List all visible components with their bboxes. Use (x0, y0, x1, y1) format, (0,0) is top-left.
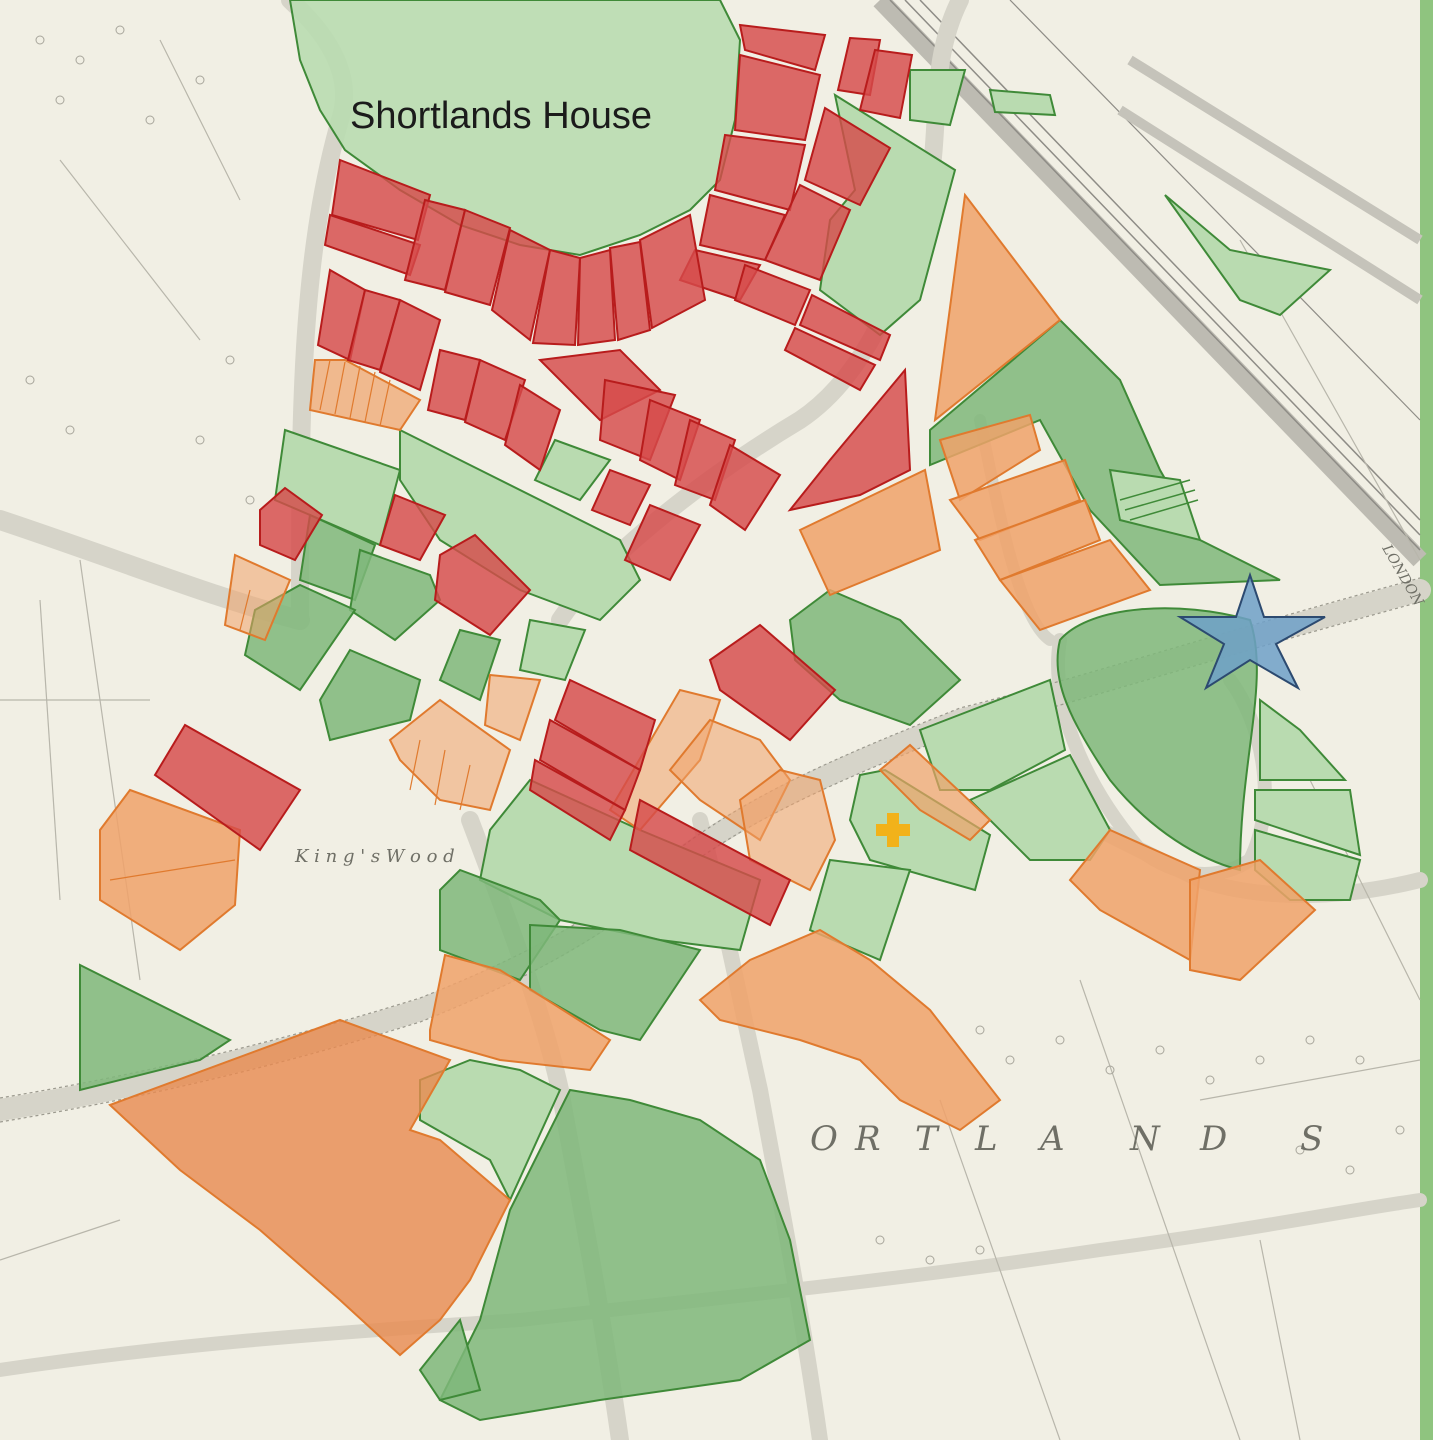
parcel-red[interactable] (803, 106, 892, 207)
parcel-red[interactable] (608, 240, 652, 342)
parcel-red[interactable] (463, 358, 527, 442)
parcel-red[interactable] (763, 183, 852, 282)
parcel-red[interactable] (708, 623, 837, 742)
label-shortlands-5: A (1037, 1119, 1065, 1159)
parcel-red[interactable] (153, 723, 302, 852)
parcel-red[interactable] (490, 228, 552, 342)
parcel-orange[interactable] (998, 538, 1152, 632)
map-border (1420, 0, 1433, 1440)
parcel-orange[interactable] (1189, 858, 1317, 982)
parcel-green[interactable] (419, 1058, 562, 1203)
parcel-green[interactable] (438, 628, 502, 702)
parcel-green[interactable] (518, 618, 587, 682)
parcel-orange-large[interactable] (108, 1018, 512, 1357)
parcel-red[interactable] (798, 293, 892, 362)
parcel-orange-triangle[interactable] (933, 192, 1062, 423)
parcel-red[interactable] (259, 486, 324, 562)
parcel-red[interactable] (787, 367, 912, 512)
red-parcels[interactable] (153, 23, 914, 927)
green-subdivisions (1119, 479, 1199, 521)
parcel-orange[interactable] (308, 359, 422, 432)
parcel-orange[interactable] (878, 743, 992, 842)
parcel-green[interactable] (79, 963, 232, 1092)
label-shortlands-3: T (915, 1119, 940, 1159)
parcel-orange[interactable] (973, 498, 1102, 582)
green-parcels[interactable] (79, 0, 1362, 1422)
parcel-red[interactable] (443, 208, 512, 307)
orange-parcels[interactable] (99, 192, 1317, 1357)
parcel-orange[interactable] (388, 698, 512, 812)
parcel-red[interactable] (638, 213, 707, 330)
parcel-orange[interactable] (938, 413, 1042, 502)
parcel-green[interactable] (318, 648, 422, 742)
parcel-red[interactable] (733, 53, 822, 142)
parcel-red[interactable] (858, 48, 914, 120)
parcel-green[interactable] (418, 1317, 482, 1402)
cross-icon[interactable] (876, 813, 910, 847)
tree-markers (25, 25, 1405, 1265)
parcel-red[interactable] (708, 443, 782, 532)
map-title-shortlands-house: Shortlands House (350, 95, 652, 137)
parcel-red[interactable] (733, 263, 812, 327)
parcel-green[interactable] (988, 88, 1057, 117)
parcel-green[interactable] (909, 69, 967, 127)
parcel-orange[interactable] (798, 468, 942, 597)
parcel-green[interactable] (1108, 468, 1202, 542)
label-shortlands-2: R (854, 1119, 881, 1159)
parcel-red[interactable] (433, 533, 532, 637)
parcel-orange[interactable] (223, 553, 292, 642)
parcel-red[interactable] (378, 493, 447, 562)
label-kings-wood: K i n g ' s W o o d (294, 846, 455, 867)
parcel-red[interactable] (738, 23, 827, 72)
parcel-subdivisions (109, 359, 471, 881)
parcel-green-teardrop[interactable] (1056, 607, 1258, 872)
parcel-green[interactable] (399, 428, 642, 622)
label-shortlands-6: N (1129, 1119, 1161, 1159)
parcel-red[interactable] (503, 383, 562, 472)
label-shortlands-1: O (810, 1119, 838, 1159)
parcel-green[interactable] (348, 548, 442, 642)
parcel-orange[interactable] (483, 673, 542, 742)
parcel-orange[interactable] (698, 928, 1002, 1132)
parcel-red[interactable] (576, 248, 617, 347)
parcel-red[interactable] (623, 503, 702, 582)
parcel-green[interactable] (1164, 194, 1333, 317)
parcel-red[interactable] (378, 298, 442, 392)
parcel-green[interactable] (1254, 789, 1362, 857)
parcel-orange[interactable] (948, 458, 1082, 542)
label-shortlands-4: L (974, 1119, 998, 1159)
label-shortlands-7: D (1199, 1119, 1227, 1159)
parcel-red[interactable] (628, 798, 792, 927)
parcel-red[interactable] (590, 468, 652, 527)
label-shortlands-8: S (1300, 1119, 1323, 1159)
parcel-red[interactable] (783, 326, 877, 392)
parcel-green[interactable] (1259, 698, 1348, 781)
parcel-red[interactable] (531, 248, 582, 347)
star-icon[interactable] (1176, 571, 1326, 691)
parcel-red[interactable] (528, 758, 627, 842)
parcel-orange[interactable] (429, 953, 612, 1072)
parcel-green[interactable] (808, 858, 912, 962)
